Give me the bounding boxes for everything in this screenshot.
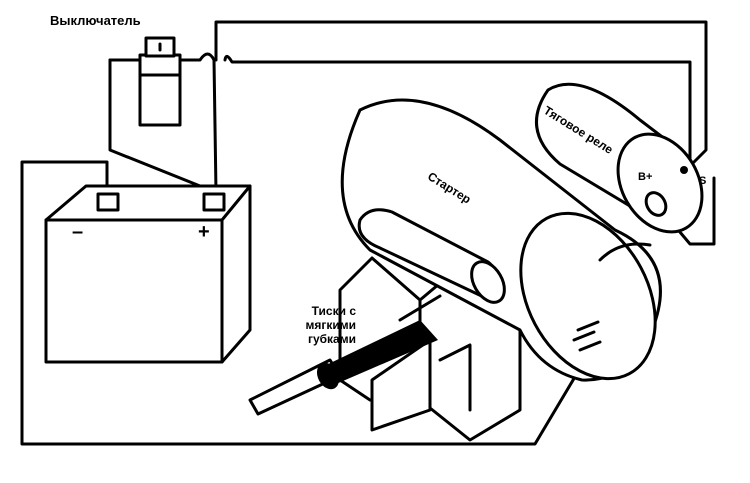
solenoid-icon xyxy=(534,82,704,234)
switch-icon xyxy=(138,36,182,127)
switch-to-battery-wire xyxy=(108,58,217,194)
switch-lead-wire xyxy=(108,52,218,194)
test-rod-icon xyxy=(248,294,442,416)
vise-label: Тиски с мягкими губками xyxy=(258,305,356,345)
vise-label-line2: мягкими xyxy=(305,318,356,332)
b-plus-terminal-label: B+ xyxy=(638,171,653,183)
battery-icon xyxy=(44,184,252,364)
vise-label-line1: Тиски с xyxy=(311,304,356,318)
s-terminal-label: S xyxy=(699,175,707,187)
switch-to-s-terminal-wire xyxy=(214,20,708,174)
battery-minus-label: – xyxy=(72,221,84,243)
s-terminal-dot xyxy=(680,166,688,174)
battery-plus-label: + xyxy=(198,221,210,243)
starter-motor-icon xyxy=(340,98,662,382)
switch-label: Выключатель xyxy=(50,13,141,28)
ground-wire xyxy=(20,160,587,446)
vise-label-line3: губками xyxy=(307,332,356,346)
switch-side-wire xyxy=(223,55,692,162)
